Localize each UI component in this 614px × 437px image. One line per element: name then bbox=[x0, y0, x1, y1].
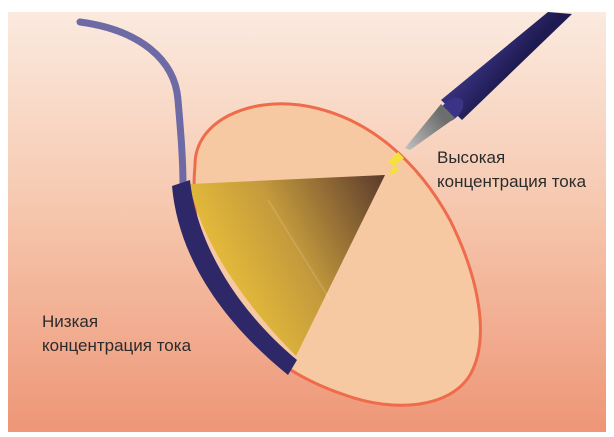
low-current-label-line1: Низкая bbox=[42, 310, 191, 334]
low-current-label-line2: концентрация тока bbox=[42, 334, 191, 358]
high-current-label-line1: Высокая bbox=[437, 146, 586, 170]
low-current-label: Низкая концентрация тока bbox=[42, 310, 191, 358]
high-current-label: Высокая концентрация тока bbox=[437, 146, 586, 194]
high-current-label-line2: концентрация тока bbox=[437, 170, 586, 194]
